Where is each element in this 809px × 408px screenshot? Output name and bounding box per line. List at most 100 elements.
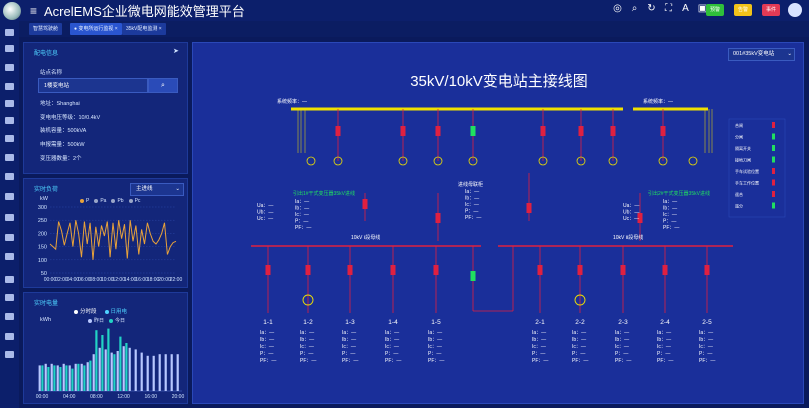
document-icon[interactable]: [5, 100, 14, 107]
chart-icon[interactable]: [5, 135, 14, 142]
feeder-reading: Ia：—: [428, 330, 442, 336]
legend-swatch: [772, 122, 775, 128]
feeder-reading: Ic：—: [428, 344, 442, 350]
bar-昨日: [140, 352, 143, 391]
incomer-breaker: [335, 126, 341, 136]
folder-icon[interactable]: [5, 83, 14, 90]
mid-feeder-left: 引出1#干式变压器35kV进线: [293, 190, 355, 197]
home-icon[interactable]: [5, 29, 14, 36]
screen-icon[interactable]: ▣: [697, 3, 708, 14]
bulb-icon[interactable]: [5, 193, 14, 200]
current-reading: Ic：—: [295, 212, 309, 218]
feeder-reading: P：—: [342, 351, 355, 357]
badge-event[interactable]: 事件: [762, 4, 780, 16]
search-icon[interactable]: ⌕: [631, 3, 638, 14]
incomer-breaker: [400, 126, 406, 136]
x-tick-label: 06:00: [78, 277, 91, 283]
avatar[interactable]: [788, 3, 802, 17]
tools-icon[interactable]: [5, 234, 14, 241]
station-select[interactable]: 001#35kV变电站⌄: [728, 48, 795, 61]
user-icon[interactable]: [5, 117, 14, 124]
fullscreen-icon[interactable]: ⛶: [665, 3, 672, 14]
mid-feeder-right: 引出2#干式变压器35kV进线: [648, 190, 710, 197]
feeder-reading: Ia：—: [572, 330, 586, 336]
feeder-reading: Ic：—: [385, 344, 399, 350]
legend-swatch: [772, 202, 775, 209]
table-icon[interactable]: [5, 253, 14, 260]
badge-alarm[interactable]: 告警: [734, 4, 752, 16]
bar-今日: [107, 328, 110, 391]
transformer-icon: [574, 294, 586, 306]
send-icon[interactable]: ➤: [173, 48, 179, 55]
settings-icon[interactable]: [5, 351, 14, 358]
feeder-reading: P：—: [657, 351, 670, 357]
bus-10kv-2-label: 10kV Ⅱ段母线: [613, 234, 643, 241]
current-reading: PF：—: [465, 215, 481, 221]
search-button[interactable]: ⌕: [148, 78, 178, 93]
refresh-icon[interactable]: ↻: [647, 3, 656, 14]
x-tick-label: 18:00: [147, 277, 160, 283]
list-icon[interactable]: [5, 214, 14, 221]
x-tick-label: 08:00: [90, 394, 103, 400]
message-icon[interactable]: [5, 173, 14, 180]
current-reading: Ib：—: [295, 206, 309, 212]
bar-昨日: [176, 354, 179, 391]
legend-swatch: [772, 191, 775, 197]
bar-今日: [125, 343, 128, 391]
tab-35kv[interactable]: 35kV配电监测 ×: [122, 23, 166, 35]
bar-昨日: [38, 365, 41, 391]
diagram-panel: 001#35kV变电站⌄ 35kV/10kV变电站主接线图 系统频率：—系统频率…: [192, 42, 804, 404]
language-icon[interactable]: A: [682, 3, 689, 14]
grid-icon[interactable]: [5, 276, 14, 283]
mode-daily[interactable]: 日用电: [104, 307, 127, 315]
feeder-reading: PF：—: [699, 358, 715, 364]
feeder-label-1-5: 1-5: [431, 319, 441, 326]
menu-icon[interactable]: ≡: [30, 3, 38, 18]
feeder-reading: Ia：—: [657, 330, 671, 336]
feeder-reading: Ia：—: [532, 330, 546, 336]
feeder-reading: P：—: [260, 351, 273, 357]
tie-breaker: [435, 213, 441, 223]
bar-昨日: [98, 347, 101, 391]
bus-10kv-1-label: 10kV Ⅰ段母线: [351, 234, 380, 241]
address-text: 地址：Shanghai: [40, 101, 80, 107]
current-reading: PF：—: [663, 225, 679, 231]
location-icon[interactable]: [5, 154, 14, 161]
tab-cockpit[interactable]: 智慧驾驶舱: [29, 23, 63, 35]
feeder-reading: Ia：—: [699, 330, 713, 336]
feeder-reading: Ib：—: [615, 337, 629, 343]
report-icon[interactable]: [5, 333, 14, 340]
tab-substation[interactable]: ● 变电所运行监视 ×: [70, 23, 122, 35]
station-input[interactable]: 1楼变电站: [38, 78, 148, 93]
legend-pa: Pa: [94, 198, 106, 204]
dashboard-icon[interactable]: [5, 64, 14, 71]
bar-昨日: [80, 363, 83, 391]
file-icon[interactable]: [5, 313, 14, 320]
feeder-label-1-2: 1-2: [303, 319, 313, 326]
volt-reading: Ua：—: [257, 203, 273, 209]
bar-昨日: [92, 354, 95, 391]
feeder-reading: Ib：—: [532, 337, 546, 343]
legend-item: 遥合: [735, 191, 743, 197]
load-unit: kW: [40, 196, 48, 202]
incomer-breaker: [470, 126, 476, 136]
badge-warning[interactable]: 预警: [706, 4, 724, 16]
outgoing-breaker: [620, 265, 626, 275]
edit-icon[interactable]: [5, 294, 14, 301]
volt-reading: Ub：—: [257, 210, 273, 216]
x-tick-label: 22:00: [170, 277, 183, 283]
load-select[interactable]: 主进线 ⌄: [130, 183, 184, 196]
monitor-icon[interactable]: [5, 45, 14, 52]
incomer-breaker: [435, 126, 441, 136]
current-reading: P：—: [663, 219, 676, 225]
feeder-reading: Ia：—: [260, 330, 274, 336]
feeder-label-1-4: 1-4: [388, 319, 398, 326]
globe-icon[interactable]: ◎: [613, 3, 622, 14]
bar-今日: [47, 367, 50, 391]
feeder-reading: Ia：—: [385, 330, 399, 336]
mode-period[interactable]: 分时段: [74, 307, 97, 315]
x-tick-label: 14:00: [124, 277, 137, 283]
outgoing-breaker: [704, 265, 710, 275]
